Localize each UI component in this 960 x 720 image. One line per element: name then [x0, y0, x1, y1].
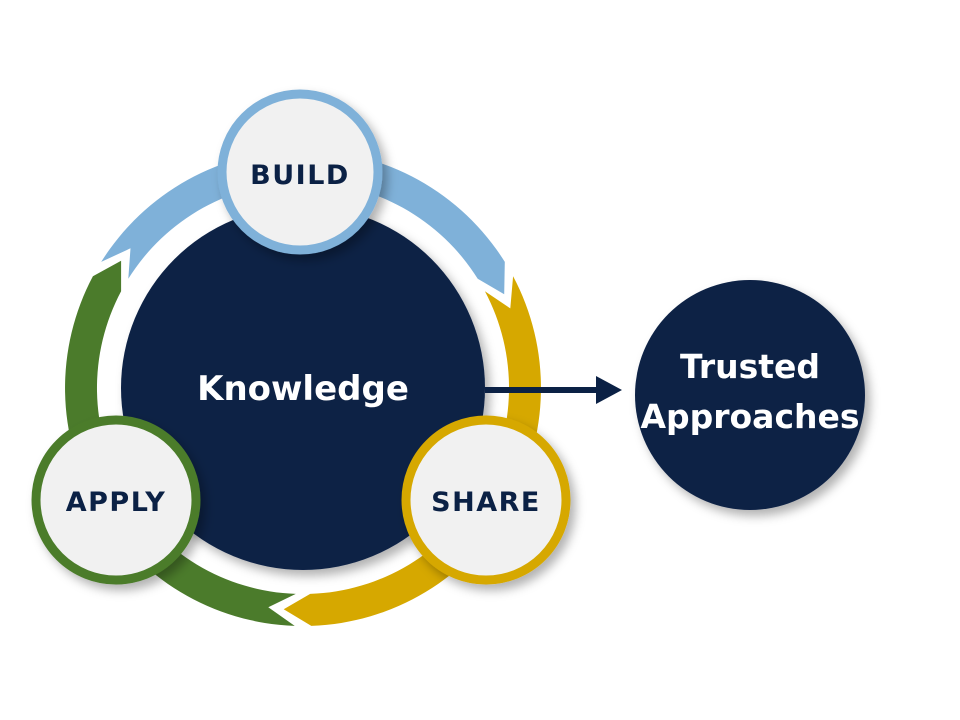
- share-node: [401, 415, 571, 585]
- build-node: [217, 89, 383, 255]
- outcome-line1: Trusted: [680, 347, 820, 386]
- outcome-line2: Approaches: [640, 397, 859, 436]
- apply-node: [31, 415, 201, 585]
- share-label: SHARE: [431, 487, 541, 518]
- build-label: BUILD: [250, 160, 350, 191]
- knowledge-circle: [121, 206, 485, 570]
- arrow-head-icon: [596, 376, 622, 404]
- apply-label: APPLY: [66, 487, 167, 518]
- knowledge-label: Knowledge: [197, 369, 409, 409]
- build-arc-arrow: [101, 150, 505, 295]
- trusted-approaches-circle: [635, 280, 865, 510]
